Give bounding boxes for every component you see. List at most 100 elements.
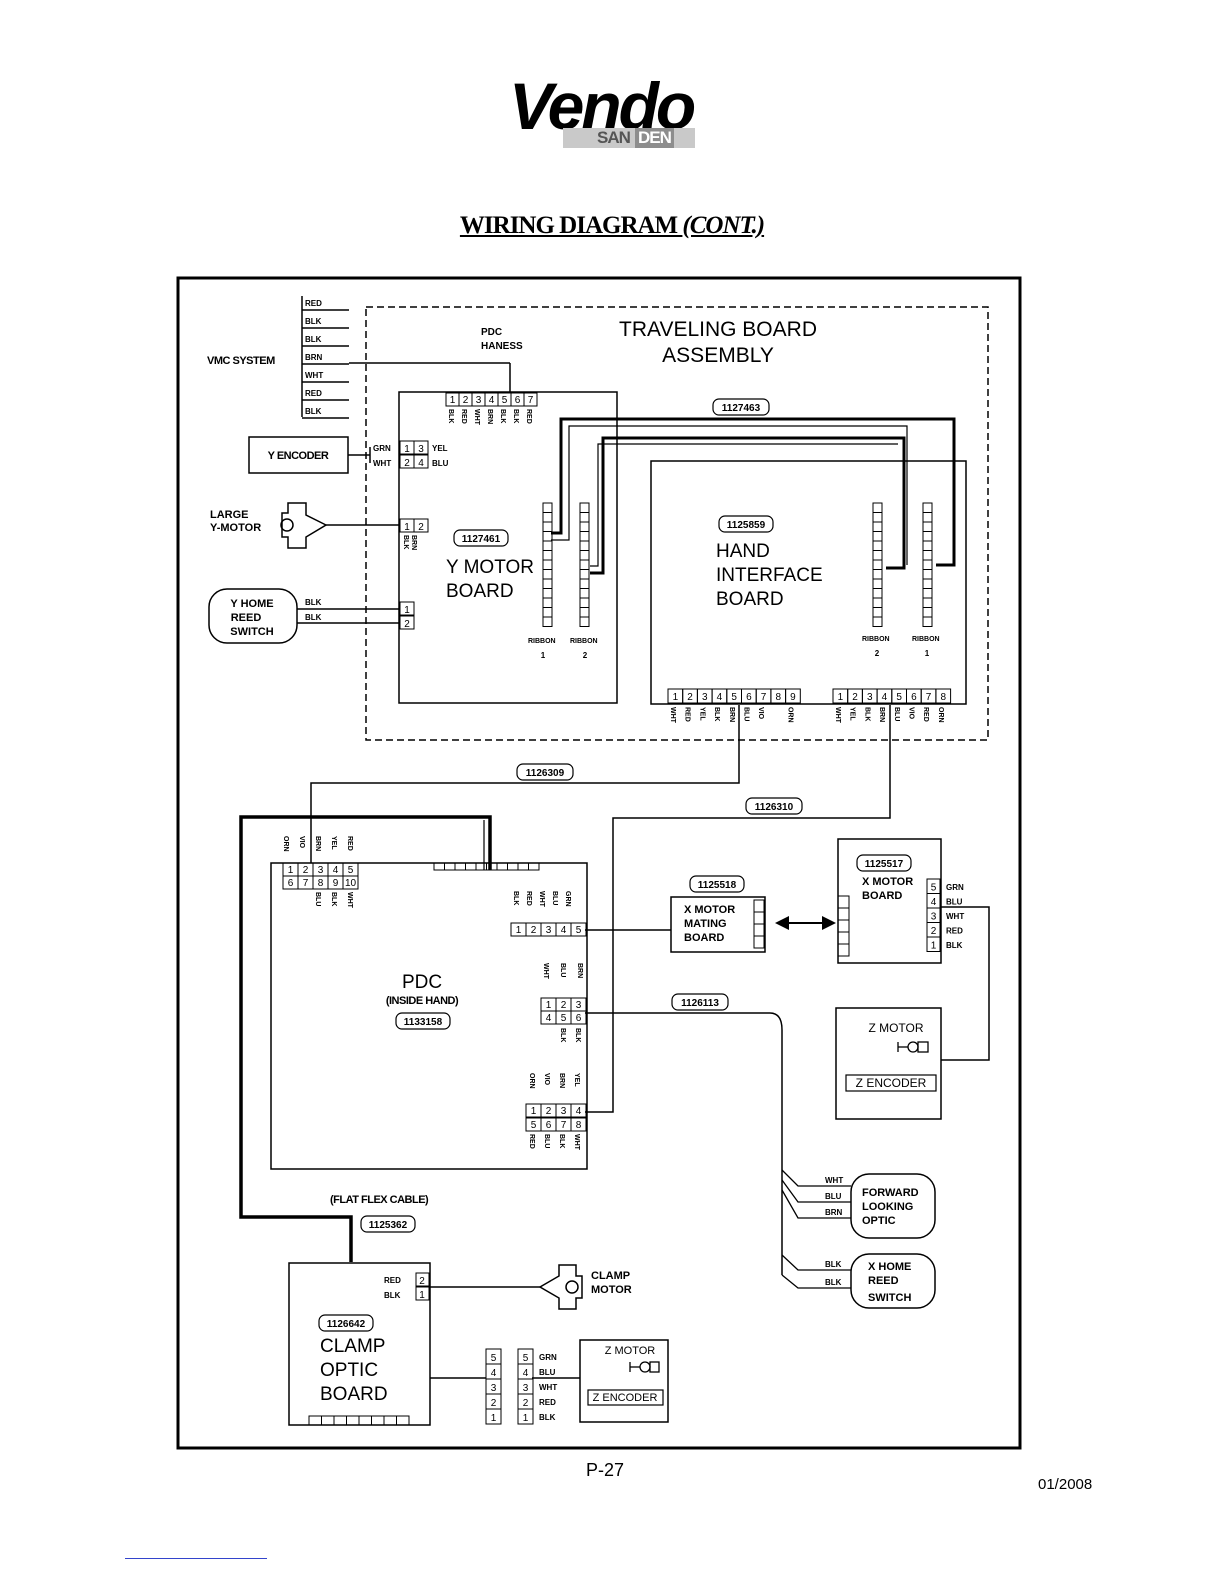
pdc-tl-row2-pin-num: 6	[288, 878, 294, 889]
ly-w1: BLK	[402, 535, 409, 549]
hib-ribbon2-cell	[872, 569, 883, 580]
pdc-harness-1: PDC	[481, 327, 502, 338]
bottom-left-pin-num: 3	[491, 1383, 497, 1394]
hib-a-wire-label: YEL	[698, 707, 705, 721]
fwd-wire-label: BLU	[825, 1192, 842, 1201]
fwd-wire-line	[781, 1189, 851, 1219]
harness-1126310-wire	[585, 705, 891, 1113]
ymb-ribbon2-cell	[579, 540, 590, 551]
hib-a-pin-num: 5	[731, 692, 737, 703]
bottom-right-pin-num: 5	[523, 1353, 529, 1364]
flat-flex-badge	[360, 1215, 416, 1233]
ymb-ribbon1-num: 1	[541, 651, 546, 660]
xmb-right-wire-label: GRN	[946, 883, 964, 892]
pdc-r2-row1-pin-num: 1	[546, 1000, 552, 1011]
vendo-logo: Vendo SAN DEN	[505, 66, 705, 156]
vmc-wire-label: BLK	[305, 335, 322, 344]
z-motor-1-icon	[897, 1041, 929, 1053]
hib-ribbon2-cell	[872, 540, 883, 551]
hib-b-pin-num: 6	[911, 692, 917, 703]
hib-ribbon1-label: RIBBON	[912, 636, 940, 643]
pdc-harness-2: HANESS	[481, 341, 523, 352]
clamp-motor-2: MOTOR	[591, 1284, 632, 1296]
hib-ribbon2-num: 2	[875, 649, 880, 658]
mating-pin-cell	[753, 899, 765, 913]
cb-w2: BLK	[384, 1291, 401, 1300]
diagram-border	[176, 276, 1022, 1450]
ymb-pin-num: 7	[528, 395, 534, 406]
ymb-ribbon2-cell	[579, 616, 590, 627]
pdc-r3-row2-pin-num: 8	[576, 1120, 582, 1131]
clamp-bottom-cell	[396, 1415, 410, 1426]
ly-w2: BRN	[410, 535, 417, 550]
bottom-wire-label: GRN	[539, 1353, 557, 1362]
mating-2: MATING	[684, 918, 727, 930]
hib-ribbon1-cell	[922, 559, 933, 570]
hib-ribbon1-cell	[922, 531, 933, 542]
flat-flex-cable	[239, 815, 492, 1262]
clamp-bottom-cell	[333, 1415, 347, 1426]
pdc-r3-row1-pin-num: 1	[531, 1106, 537, 1117]
pdc-flat-cell	[517, 862, 529, 871]
hib-ribbon1-cell	[922, 569, 933, 580]
hib-ribbon1-num: 1	[925, 649, 930, 658]
ymb-ribbon1-label: RIBBON	[528, 638, 556, 645]
yh-pin2-box	[399, 615, 415, 630]
ymb-ribbon-connectors	[542, 502, 590, 627]
hand-interface-board	[650, 460, 967, 705]
bottom-left-pin-num: 2	[491, 1398, 497, 1409]
z-encoder-2: Z ENCODER	[593, 1392, 658, 1404]
bottom-left-pin-box	[485, 1408, 502, 1425]
y-encoder-label: Y ENCODER	[268, 450, 329, 462]
x-home-box	[850, 1253, 936, 1309]
title-main: WIRING DIAGRAM	[459, 212, 683, 239]
x-mating-board	[670, 896, 766, 953]
hib-ribbon1-cell	[922, 521, 933, 532]
xmb-left-pin-cell	[837, 907, 850, 921]
xmb-right-pin-num: 4	[931, 897, 937, 908]
clamp-2: OPTIC	[320, 1360, 378, 1381]
ymb-ribbon2-cell	[579, 521, 590, 532]
ymb-ribbon1-cell	[542, 607, 553, 618]
hib-b-wire-label: VIO	[908, 707, 915, 720]
pdc-r1-pin-num: 4	[561, 925, 567, 936]
bottom-right-pin-num: 4	[523, 1368, 529, 1379]
hib-a-pin-num: 6	[746, 692, 752, 703]
footer-link-line	[125, 1558, 267, 1559]
hib-ribbon2-cell	[872, 531, 883, 542]
pdc-tl-row2-pin-box	[342, 875, 359, 890]
pdc-r1-pin-num: 3	[546, 925, 552, 936]
vmc-wire-label: RED	[305, 389, 322, 398]
logo-sub-right: DEN	[635, 128, 674, 148]
hib-b-pin-num: 1	[838, 692, 844, 703]
z-motor-box-1	[835, 1007, 942, 1120]
mating-pin-cell	[753, 911, 765, 925]
xmb-right-wire-label: RED	[946, 927, 963, 936]
hib-ribbon2-cell	[872, 597, 883, 608]
bottom-right-pin-num: 2	[523, 1398, 529, 1409]
hib-label-3: BOARD	[716, 589, 784, 610]
ymb-ribbon1-cell	[542, 521, 553, 532]
ymb-ribbon1-cell	[542, 502, 553, 513]
pdc-r3-top-wire: ORN	[528, 1073, 535, 1089]
title-italic: (CONT.)	[682, 212, 765, 239]
page-number: P-27	[585, 1460, 625, 1480]
pdc-r2-row1-pin-num: 3	[576, 1000, 582, 1011]
xmb-right-pin-num: 1	[931, 941, 937, 952]
harness-1126113-wire	[585, 1012, 783, 1275]
z-motor-2-icon	[629, 1361, 660, 1373]
yh-p1: 1	[404, 605, 410, 616]
pdc-r3-top-wire: BRN	[558, 1073, 565, 1088]
vmc-label: VMC SYSTEM	[207, 355, 275, 367]
hib-b-pin-num: 2	[852, 692, 858, 703]
ribbon-cable-1b	[551, 425, 908, 565]
pdc-r2-row2-pin-num: 6	[576, 1013, 582, 1024]
z-encoder-1-box	[845, 1074, 937, 1092]
ye-pin4-box	[413, 454, 429, 469]
z-encoder-2-box	[587, 1389, 664, 1406]
